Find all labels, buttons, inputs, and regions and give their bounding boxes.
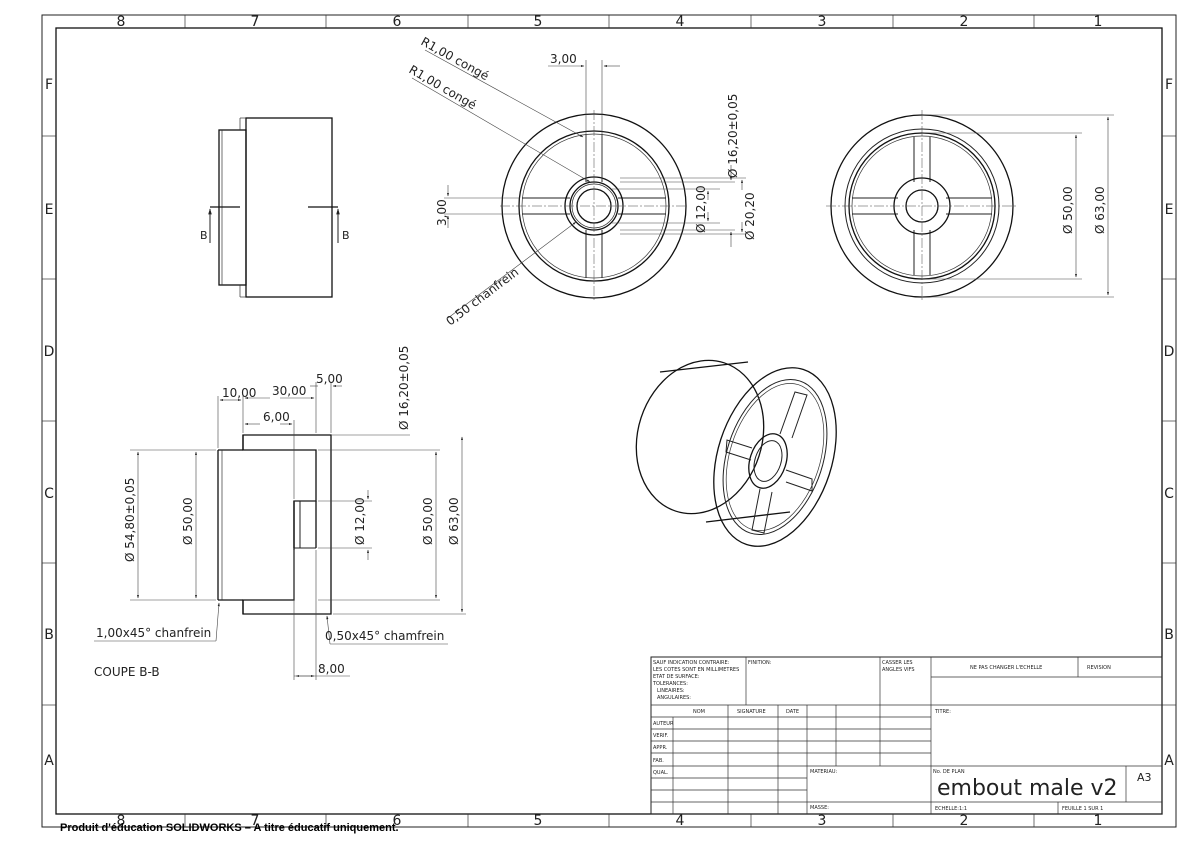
right-view: [826, 110, 1018, 302]
zone-row-C: C: [44, 486, 54, 502]
zone-row-E-right: E: [1165, 202, 1174, 218]
mass-label: MASSE:: [810, 805, 829, 811]
material-label: MATERIAU:: [810, 769, 838, 775]
edu-watermark: Produit d'éducation SOLIDWORKS – A titre…: [60, 822, 399, 834]
right-view-dimensions: Ø 50,00 Ø 63,00: [922, 114, 1114, 298]
role-fab: FAB.: [653, 758, 664, 764]
note-line-2: LES COTES SONT EN MILLIMETRES: [653, 667, 739, 673]
dim-section-d16: Ø 16,20±0,05: [397, 346, 411, 430]
note-line-3: ETAT DE SURFACE:: [653, 674, 700, 680]
scale-note: NE PAS CHANGER L'ECHELLE: [970, 665, 1042, 671]
role-author: AUTEUR: [653, 721, 674, 727]
dim-rib-left: 3,00: [435, 199, 449, 226]
zone-col-8: 8: [117, 14, 126, 30]
isometric-view: [635, 359, 837, 547]
finish-label: FINITION:: [748, 660, 772, 666]
section-title: COUPE B-B: [94, 665, 160, 679]
note-line-4: TOLERANCES:: [652, 681, 688, 687]
dim-chamfer-right: 0,50x45° chamfrein: [325, 629, 444, 643]
title-label: TITRE:: [934, 709, 951, 715]
section-view: [217, 434, 332, 615]
zone-col-2: 2: [960, 14, 969, 30]
zone-col-3: 3: [818, 14, 827, 30]
zone-row-F: F: [45, 77, 53, 93]
dim-d16: Ø 16,20±0,05: [726, 94, 740, 178]
zone-ticks: [42, 15, 1176, 827]
note-line-1: SAUF INDICATION CONTRAIRE:: [653, 660, 730, 666]
dim-chamfer: 0,50 chanfrein: [443, 265, 521, 328]
dim-section-d50-right: Ø 50,00: [421, 497, 435, 545]
dim-section-10: 10,00: [222, 386, 256, 400]
zone-row-A-right: A: [1164, 753, 1174, 769]
dim-right-d63: Ø 63,00: [1093, 186, 1107, 234]
zone-col-7: 7: [251, 14, 260, 30]
section-view-dimensions: 10,00 30,00 5,00 6,00 Ø 16,20±0,05 Ø 54,…: [94, 346, 466, 680]
sheet-size: A3: [1137, 771, 1152, 784]
break-edges-2: ANGLES VIFS: [882, 667, 915, 673]
dim-right-d50: Ø 50,00: [1061, 186, 1075, 234]
drawing-name: embout male v2: [937, 776, 1118, 801]
col-header-date: DATE: [786, 709, 799, 715]
scale-label: ECHELLE:1:1: [935, 806, 967, 812]
sheet-label: FEUILLE 1 SUR 1: [1062, 806, 1103, 812]
col-header-name: NOM: [693, 709, 705, 715]
zone-row-A: A: [44, 753, 54, 769]
side-view: B B: [200, 117, 350, 298]
zone-col-5-bottom: 5: [534, 813, 543, 829]
zone-col-7-bottom: 7: [251, 813, 260, 829]
zone-row-C-right: C: [1164, 486, 1174, 502]
role-qual: QUAL.: [653, 770, 669, 776]
dim-section-6: 6,00: [263, 410, 290, 424]
role-verif: VERIF.: [653, 733, 669, 739]
zone-row-B-right: B: [1164, 627, 1174, 643]
note-line-5: LINEAIRES:: [657, 688, 685, 694]
section-label-left: B: [200, 229, 208, 242]
dim-section-d50-left: Ø 50,00: [181, 497, 195, 545]
col-header-signature: SIGNATURE: [737, 709, 766, 715]
dim-rib-top: 3,00: [550, 52, 577, 66]
zone-row-D: D: [44, 344, 55, 360]
note-line-6: ANGULAIRES:: [657, 695, 691, 701]
zone-row-B: B: [44, 627, 54, 643]
zone-col-3-bottom: 3: [818, 813, 827, 829]
zone-col-4-bottom: 4: [676, 813, 685, 829]
dim-section-d63: Ø 63,00: [447, 497, 461, 545]
front-view: [500, 110, 688, 302]
dim-section-8: 8,00: [318, 662, 345, 676]
zone-col-6-bottom: 6: [393, 813, 402, 829]
break-edges-1: CASSER LES: [882, 660, 913, 666]
front-view-dimensions: R1,00 congé R1,00 congé 3,00 3,00 0,50 c…: [407, 34, 758, 328]
zone-col-1: 1: [1094, 14, 1103, 30]
role-appr: APPR.: [653, 745, 668, 751]
dim-section-5: 5,00: [316, 372, 343, 386]
title-block: [650, 656, 1163, 815]
zone-row-F-right: F: [1165, 77, 1173, 93]
zone-col-1-bottom: 1: [1094, 813, 1103, 829]
zone-col-6: 6: [393, 14, 402, 30]
dim-d20: Ø 20,20: [743, 192, 757, 240]
drawing-no-label: No. DE PLAN: [933, 769, 965, 775]
zone-col-4: 4: [676, 14, 685, 30]
zone-col-8-bottom: 8: [117, 813, 126, 829]
zone-col-5: 5: [534, 14, 543, 30]
revision-label: REVISION: [1087, 665, 1111, 671]
section-label-right: B: [342, 229, 350, 242]
zone-col-2-bottom: 2: [960, 813, 969, 829]
dim-d12: Ø 12,00: [694, 185, 708, 233]
dim-section-d54: Ø 54,80±0,05: [123, 478, 137, 562]
dim-section-30: 30,00: [272, 384, 306, 398]
title-block-text: SAUF INDICATION CONTRAIRE: LES COTES SON…: [652, 660, 1111, 812]
zone-row-E: E: [45, 202, 54, 218]
zone-row-D-right: D: [1164, 344, 1175, 360]
dim-chamfer-left: 1,00x45° chanfrein: [96, 626, 211, 640]
dim-section-d12: Ø 12,00: [353, 497, 367, 545]
